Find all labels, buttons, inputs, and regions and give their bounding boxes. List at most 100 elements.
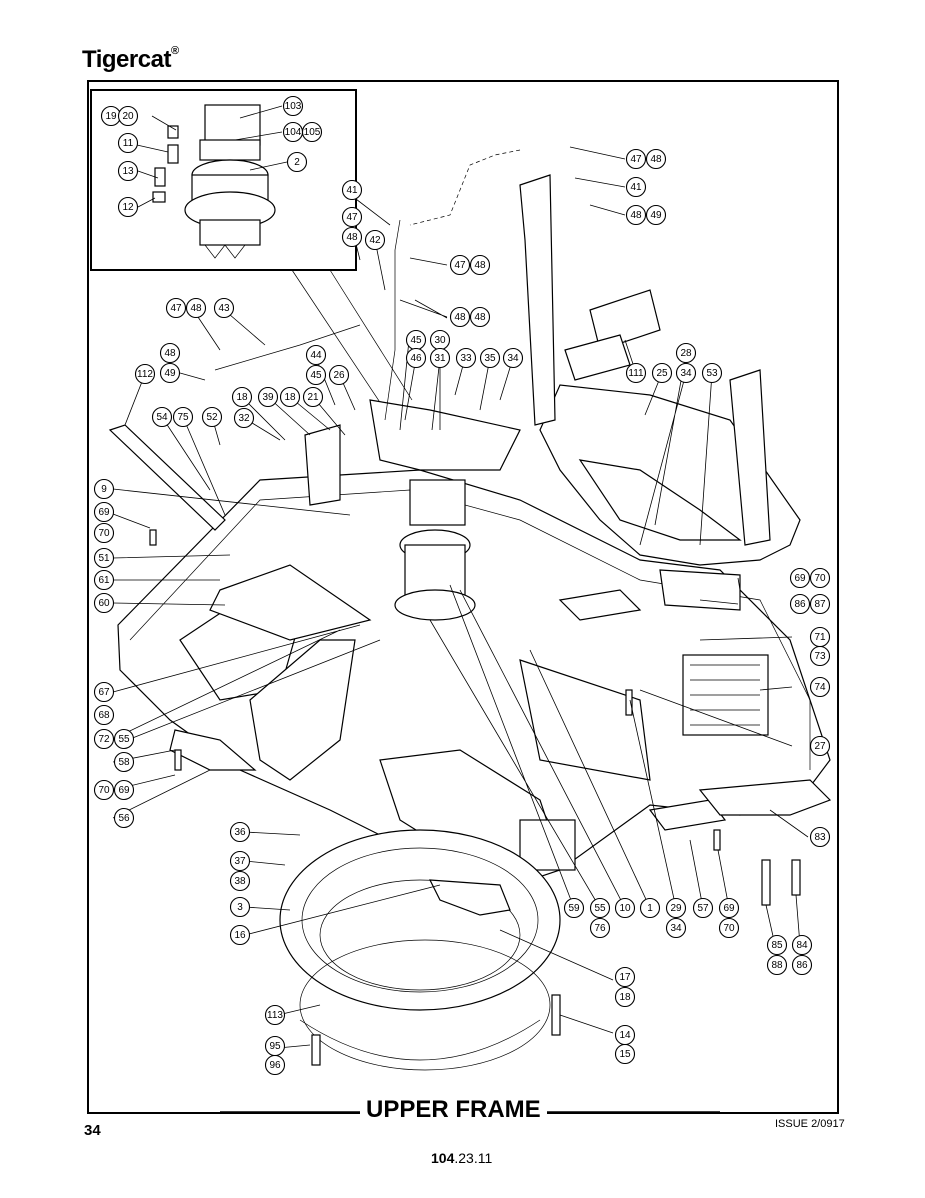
callout-circle — [172, 406, 194, 428]
callout-label: 18 — [619, 992, 631, 1003]
callout-25: 25 — [651, 362, 673, 384]
callout-circle — [589, 917, 611, 939]
callout-70: 70 — [93, 522, 115, 544]
callout-circle — [264, 1054, 286, 1076]
callout-circle — [809, 676, 831, 698]
callout-label: 19 — [105, 111, 117, 122]
callout-36: 36 — [229, 821, 251, 843]
callout-71: 71 — [809, 626, 831, 648]
callout-label: 69 — [794, 573, 806, 584]
callout-circle — [766, 954, 788, 976]
callout-label: 53 — [706, 368, 718, 379]
callout-19: 19 — [100, 105, 122, 127]
callout-14: 14 — [614, 1024, 636, 1046]
callout-circle — [93, 569, 115, 591]
callout-67: 67 — [93, 681, 115, 703]
callout-circle — [341, 206, 363, 228]
callout-label: 61 — [98, 575, 110, 586]
callout-86: 86 — [789, 593, 811, 615]
callout-label: 85 — [771, 940, 783, 951]
cylinder-112 — [108, 424, 226, 531]
callout-label: 28 — [680, 348, 692, 359]
callout-75: 75 — [172, 406, 194, 428]
callout-53: 53 — [701, 362, 723, 384]
callout-label: 69 — [118, 785, 130, 796]
callout-47: 47 — [449, 254, 471, 276]
brand-logo: Tigercat® — [82, 45, 179, 74]
callout-10: 10 — [614, 897, 636, 919]
rear-frame-drawing — [519, 174, 801, 566]
callout-label: 76 — [594, 923, 606, 934]
cover-plate-60 — [209, 564, 372, 641]
callout-label: 26 — [333, 370, 345, 381]
callout-circle — [809, 645, 831, 667]
callout-circle — [229, 924, 251, 946]
callout-label: 70 — [98, 528, 110, 539]
callout-70: 70 — [93, 779, 115, 801]
callout-circle — [766, 934, 788, 956]
callout-circle — [213, 297, 235, 319]
callout-label: 69 — [98, 507, 110, 518]
callout-label: 45 — [410, 335, 422, 346]
callout-112: 112 — [134, 363, 156, 385]
callout-label: 36 — [234, 827, 246, 838]
callout-label: 39 — [262, 392, 274, 403]
callout-49: 49 — [645, 204, 667, 226]
callout-label: 10 — [619, 903, 631, 914]
callout-circle — [134, 363, 156, 385]
callout-label: 38 — [234, 876, 246, 887]
callout-26: 26 — [328, 364, 350, 386]
swing-bearing-drawing — [279, 829, 561, 1071]
callout-label: 21 — [307, 392, 319, 403]
callout-label: 33 — [460, 353, 472, 364]
callout-label: 27 — [814, 741, 826, 752]
callout-circle — [645, 204, 667, 226]
callout-circle — [364, 229, 386, 251]
callout-circle — [809, 826, 831, 848]
callout-59: 59 — [563, 897, 585, 919]
callout-9: 9 — [93, 478, 115, 500]
callout-circle — [165, 297, 187, 319]
callout-label: 83 — [814, 832, 826, 843]
callout-3: 3 — [229, 896, 251, 918]
callout-label: 18 — [236, 392, 248, 403]
callout-circle — [665, 917, 687, 939]
callout-label: 51 — [98, 553, 110, 564]
callout-label: 1 — [647, 903, 653, 914]
callout-circle — [282, 95, 304, 117]
callout-18: 18 — [279, 386, 301, 408]
callout-55: 55 — [113, 728, 135, 750]
callout-circle — [231, 386, 253, 408]
callout-label: 113 — [267, 1010, 283, 1021]
issue-label: ISSUE 2/0917 — [775, 1118, 845, 1130]
callout-label: 73 — [814, 651, 826, 662]
callout-83: 83 — [809, 826, 831, 848]
callout-34: 34 — [665, 917, 687, 939]
callout-label: 55 — [118, 734, 130, 745]
callout-69: 69 — [789, 567, 811, 589]
callout-circle — [93, 501, 115, 523]
callout-16: 16 — [229, 924, 251, 946]
callout-label: 69 — [723, 903, 735, 914]
callout-circle — [286, 151, 308, 173]
callout-52: 52 — [201, 406, 223, 428]
callout-51: 51 — [93, 547, 115, 569]
callout-label: 25 — [656, 368, 668, 379]
callout-label: 12 — [122, 202, 134, 213]
callout-48: 48 — [159, 342, 181, 364]
callout-circle — [639, 897, 661, 919]
callout-label: 60 — [98, 598, 110, 609]
callout-69: 69 — [113, 779, 135, 801]
callout-label: 35 — [484, 353, 496, 364]
callout-label: 103 — [285, 101, 302, 112]
callout-circle — [791, 934, 813, 956]
callout-label: 74 — [814, 682, 826, 693]
callout-label: 48 — [454, 312, 466, 323]
callout-label: 54 — [156, 412, 168, 423]
callout-74: 74 — [809, 676, 831, 698]
callout-label: 42 — [369, 235, 381, 246]
callout-circle — [589, 897, 611, 919]
step-plate-56 — [169, 729, 257, 771]
callout-17: 17 — [614, 966, 636, 988]
callout-circle — [279, 386, 301, 408]
